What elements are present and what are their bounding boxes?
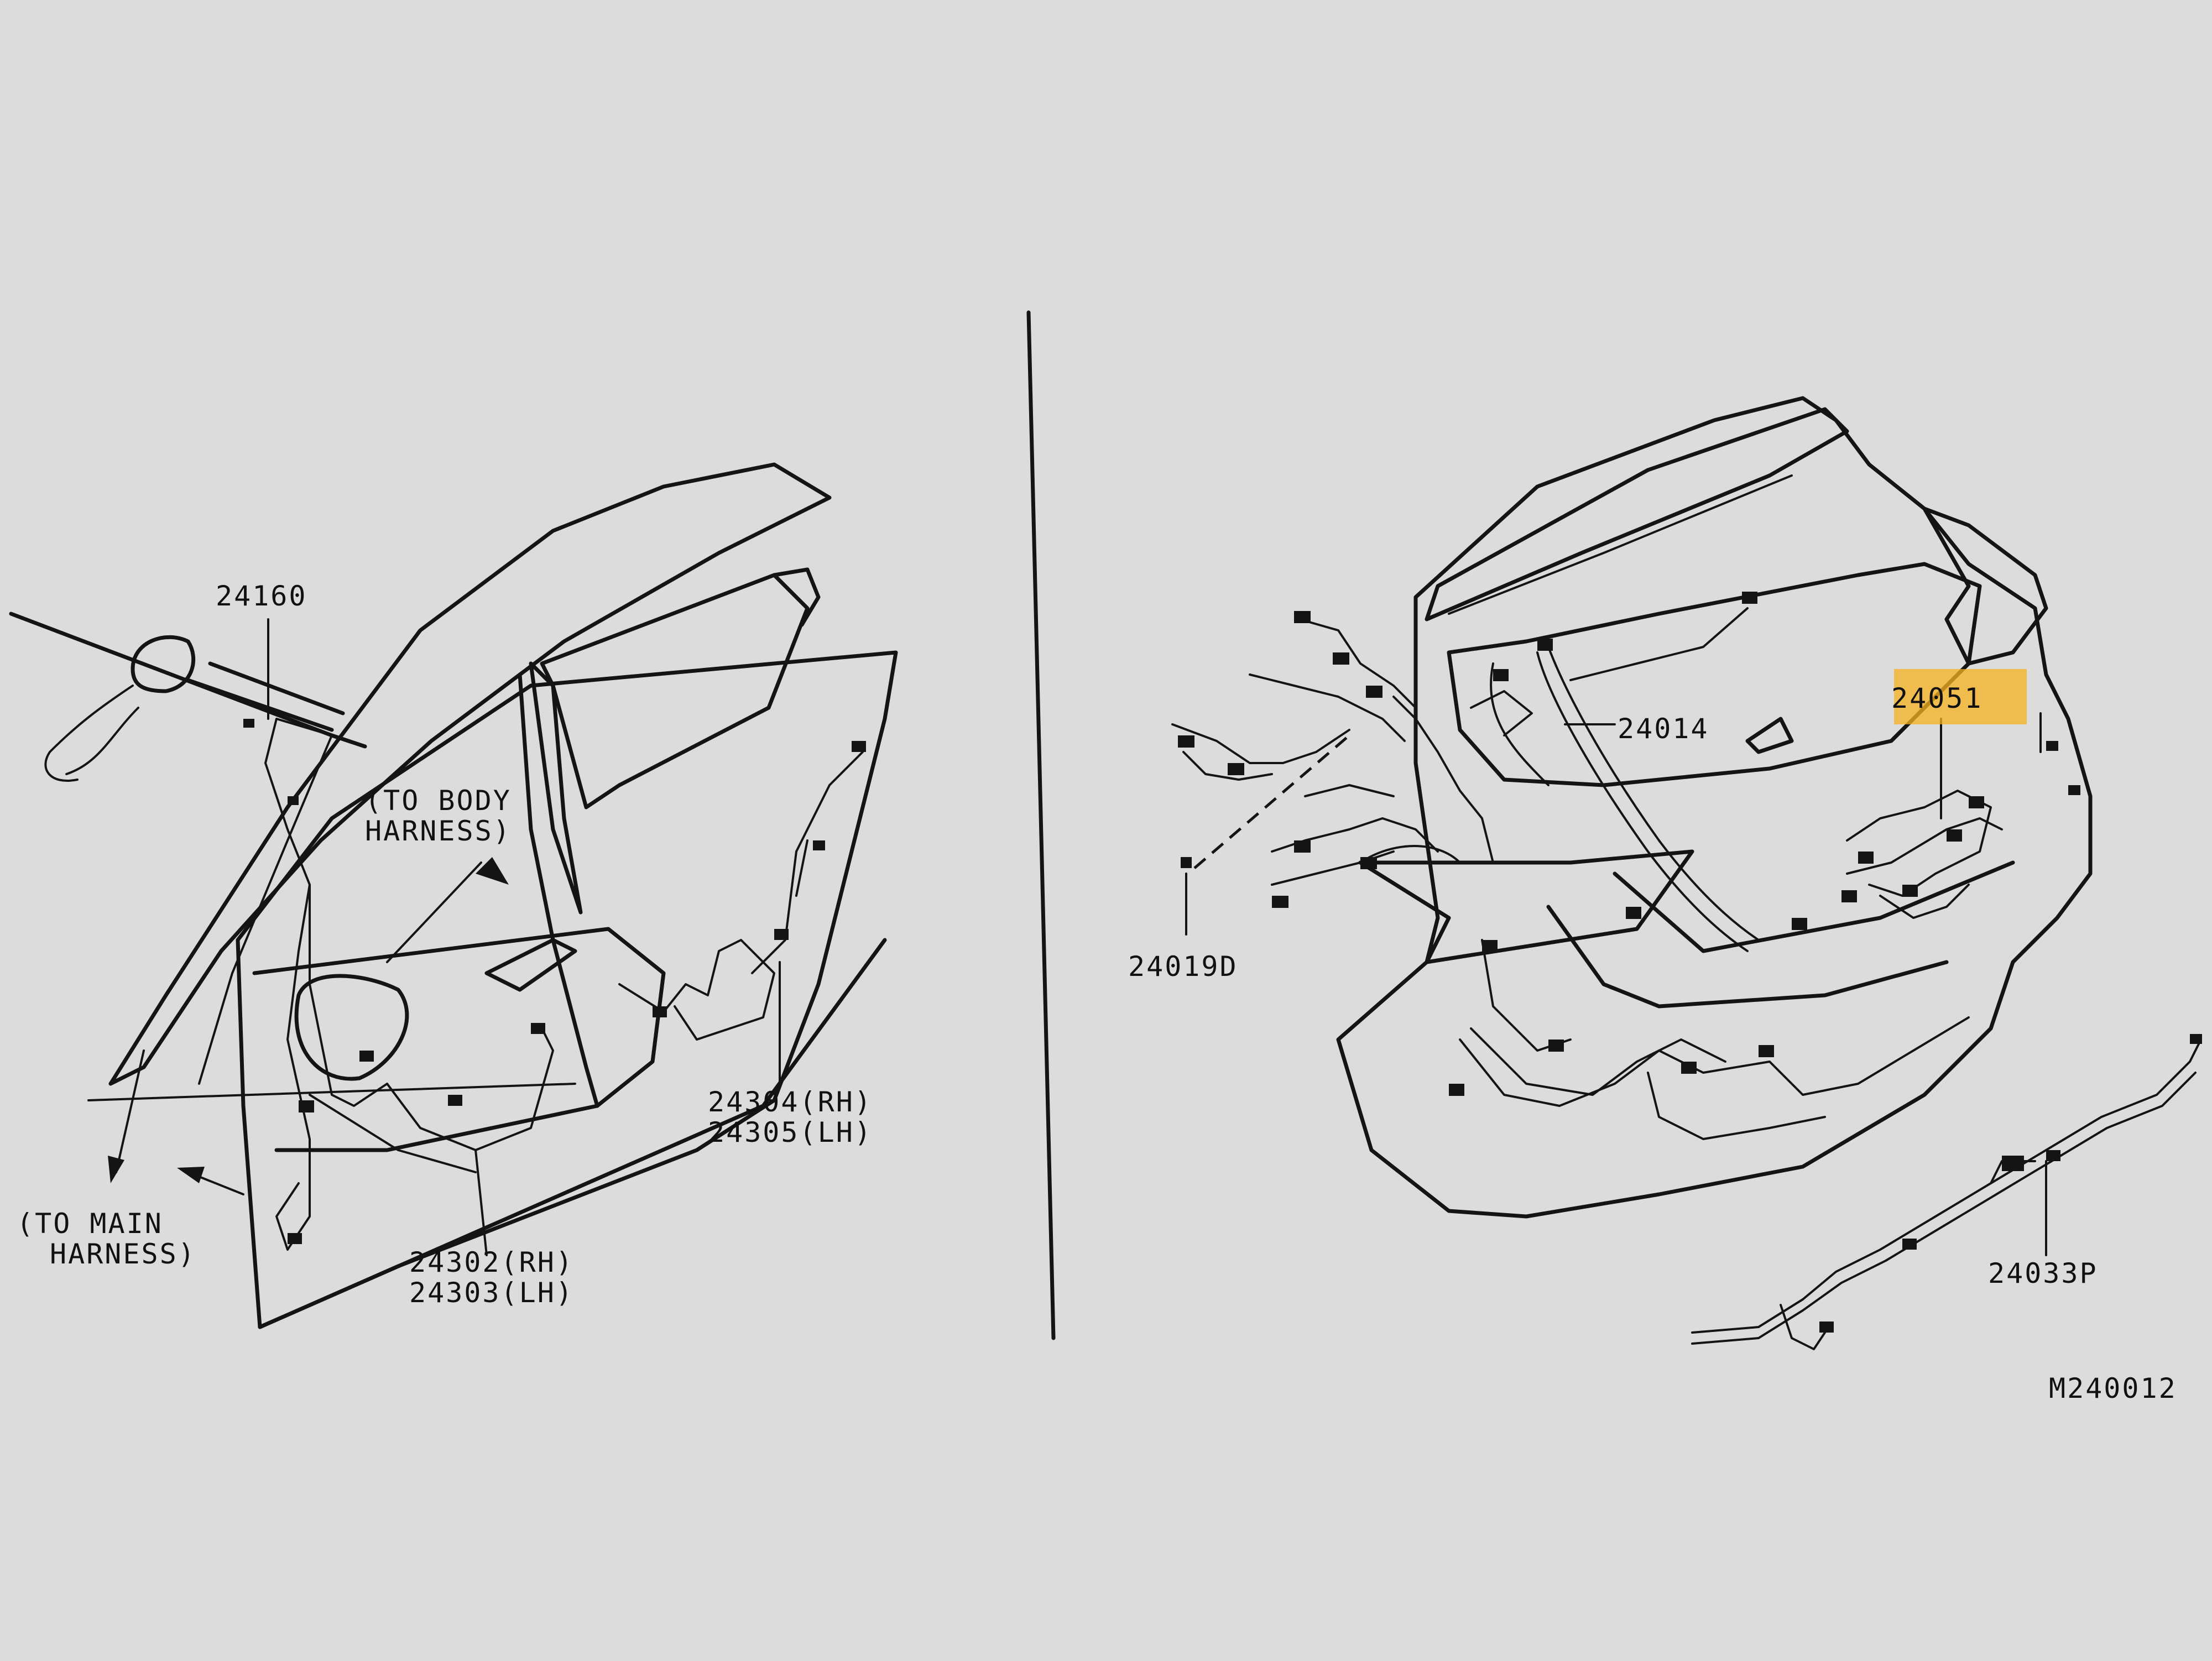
figure-code: M240012 <box>2049 1372 2177 1404</box>
rear-door-drawing <box>108 462 898 1329</box>
left-part-labels: 24160 24302(RH) 24303(LH) 24304(RH) 2430… <box>17 580 873 1309</box>
left-leader-lines <box>87 618 781 1256</box>
part-label-24051: 24051 <box>1891 682 1983 714</box>
note-to-body-line1: (TO BODY <box>365 785 512 817</box>
part-label-24303-lh: 24303(LH) <box>409 1277 574 1309</box>
part-label-24019d: 24019D <box>1128 950 1238 983</box>
part-label-24305-lh: 24305(LH) <box>708 1116 873 1148</box>
part-label-24014: 24014 <box>1618 713 1709 745</box>
tailgate-harness-wiring <box>1171 592 2080 1140</box>
part-label-24160: 24160 <box>216 580 307 612</box>
panel-divider <box>1026 310 1056 1340</box>
part-label-24302-rh: 24302(RH) <box>409 1246 574 1278</box>
right-part-labels: 24014 24051 24019D 24033P M240012 <box>1128 682 2177 1404</box>
note-to-main-line2: HARNESS) <box>50 1238 196 1270</box>
door-harness-wiring <box>9 612 866 1251</box>
part-highlight-24051 <box>1894 669 2027 724</box>
note-to-main-line1: (TO MAIN <box>17 1208 163 1240</box>
part-label-24304-rh: 24304(RH) <box>708 1086 873 1118</box>
right-leader-lines <box>1181 712 2047 1256</box>
note-to-body-line2: HARNESS) <box>365 815 512 847</box>
sonar-harness-wiring <box>1691 1034 2202 1350</box>
part-label-24033p: 24033P <box>1988 1257 2098 1289</box>
